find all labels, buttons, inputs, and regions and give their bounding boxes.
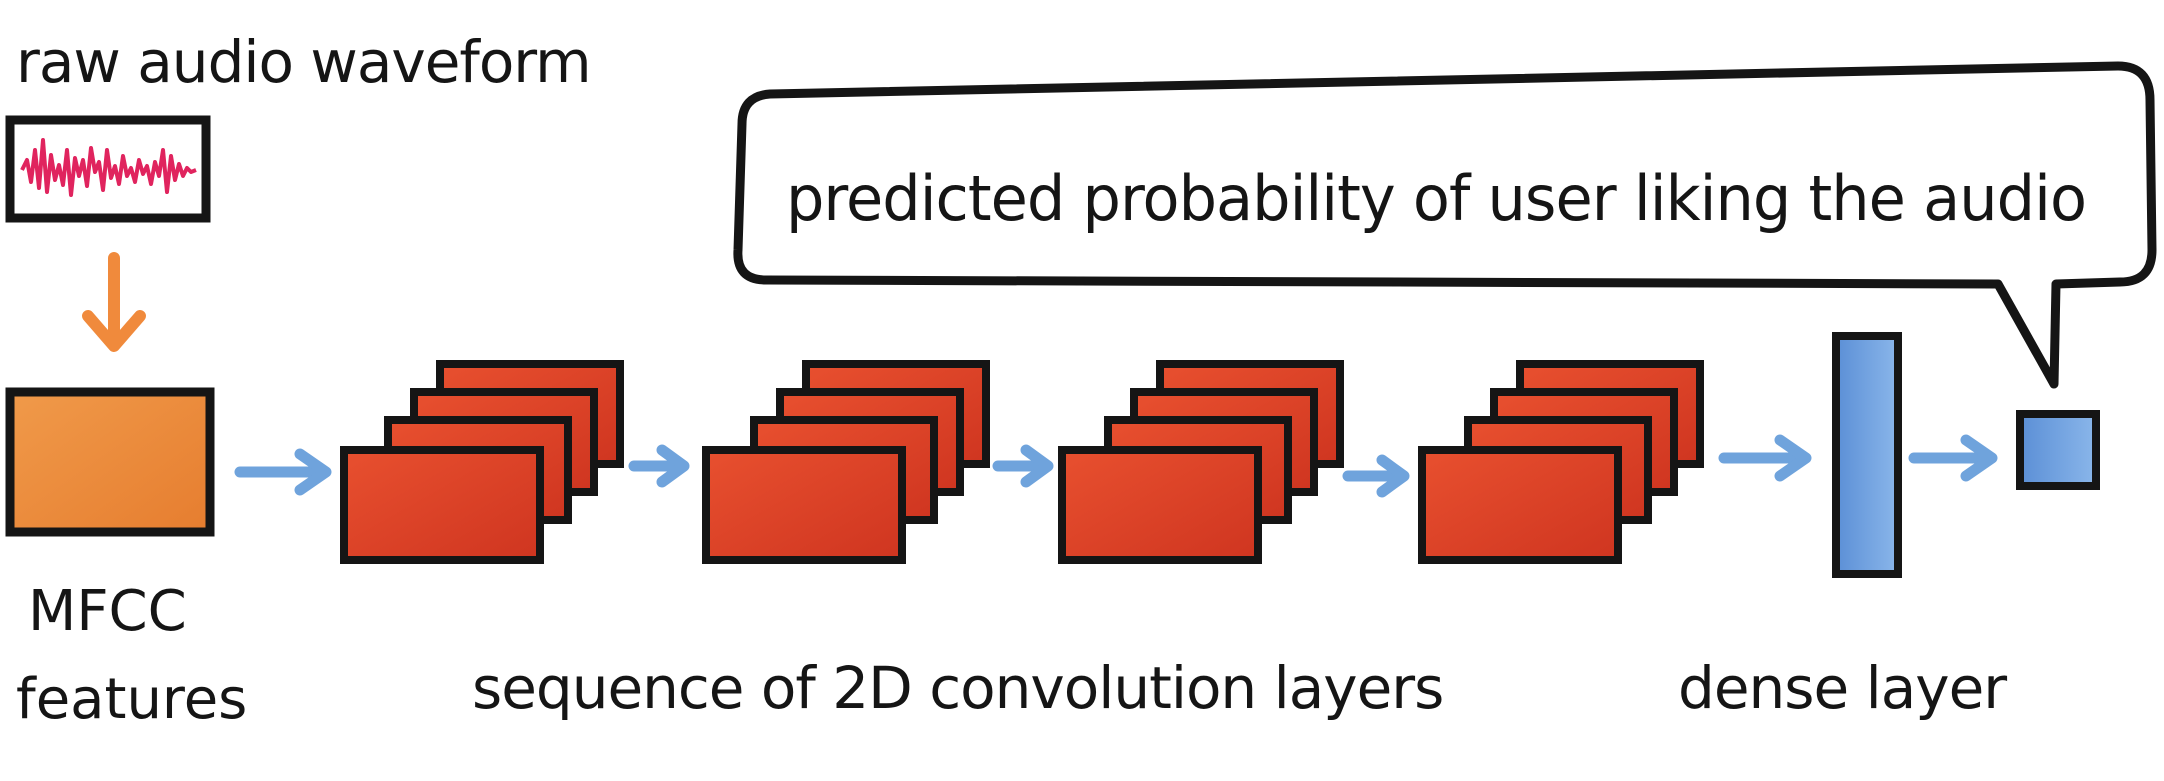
flow-arrow: [1342, 454, 1410, 498]
down-arrow: [82, 252, 146, 352]
flow-arrow: [992, 444, 1054, 488]
flow-arrow: [628, 444, 690, 488]
conv-caption: sequence of 2D convolution layers: [472, 654, 1443, 722]
conv-layer-stack: [340, 360, 624, 564]
output-caption: predicted probability of user liking the…: [786, 162, 2086, 235]
flow-arrow: [1908, 434, 1998, 482]
flow-arrow: [1718, 434, 1812, 482]
output-node: [2016, 410, 2100, 490]
mfcc-label-line2: features: [16, 667, 247, 732]
waveform-icon: [5, 115, 211, 223]
dense-layer-bar: [1832, 332, 1902, 578]
mfcc-label-line1: MFCC: [28, 579, 187, 644]
conv-layer-stack: [1058, 360, 1344, 564]
conv-layer-stack: [1418, 360, 1704, 564]
mfcc-block: [5, 387, 215, 537]
dense-caption: dense layer: [1678, 654, 2007, 722]
input-title: raw audio waveform: [16, 28, 591, 96]
conv-layer-stack: [702, 360, 990, 564]
output-speech-bubble: predicted probability of user liking the…: [733, 61, 2157, 389]
flow-arrow: [234, 448, 332, 496]
